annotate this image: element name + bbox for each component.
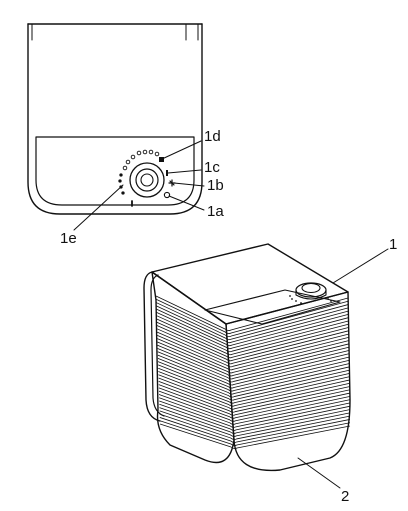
grille-rib bbox=[158, 371, 350, 401]
grille-rib bbox=[158, 390, 350, 419]
grille-rib bbox=[156, 302, 349, 338]
control-knob bbox=[129, 162, 165, 198]
grille-rib bbox=[158, 384, 350, 413]
grille-rib bbox=[156, 328, 349, 362]
grille-rib bbox=[157, 338, 349, 371]
grille-rib bbox=[158, 367, 350, 398]
grille-rib bbox=[157, 354, 350, 386]
grille-rib bbox=[159, 413, 350, 440]
grille-rib bbox=[156, 325, 349, 359]
grille-rib bbox=[159, 400, 350, 428]
top-view-body bbox=[27, 23, 203, 215]
grille-rib bbox=[159, 420, 351, 446]
grille-rib bbox=[155, 298, 349, 334]
grille-rib bbox=[158, 387, 350, 416]
grille-rib bbox=[159, 423, 351, 449]
callout-2: 2 bbox=[341, 488, 349, 505]
grille-rib bbox=[158, 377, 350, 407]
grille-rib bbox=[159, 397, 350, 425]
heat-level-icon bbox=[166, 170, 168, 176]
grille-rib bbox=[158, 380, 350, 410]
grille-rib bbox=[158, 394, 350, 422]
grille-rib bbox=[156, 321, 349, 356]
off-icon bbox=[163, 191, 171, 199]
callout-1e: 1e bbox=[60, 230, 77, 247]
side-frame bbox=[143, 271, 161, 422]
grille-rib bbox=[157, 344, 349, 377]
perspective-view: 1 2 bbox=[143, 236, 397, 505]
grille-rib bbox=[158, 374, 350, 404]
callout-1c: 1c bbox=[204, 159, 220, 176]
grille-rib bbox=[156, 331, 349, 365]
grille-rib bbox=[157, 341, 349, 374]
grille-rib bbox=[159, 407, 350, 434]
grille-rib bbox=[155, 295, 349, 331]
callout-1a: 1a bbox=[207, 203, 224, 220]
callout-1: 1 bbox=[389, 236, 397, 253]
max-heat-icon bbox=[159, 157, 164, 162]
grille-ribs bbox=[155, 295, 351, 449]
grille-rib bbox=[156, 308, 349, 344]
grille-rib bbox=[156, 312, 349, 347]
front-face bbox=[225, 291, 351, 472]
grille-rib bbox=[158, 364, 350, 395]
top-knob bbox=[295, 282, 327, 300]
grille-rib bbox=[159, 403, 350, 431]
callout-1d: 1d bbox=[204, 128, 221, 145]
leader-lines-bottom bbox=[297, 248, 389, 489]
grille-rib bbox=[157, 357, 350, 389]
temperature-scale-dots bbox=[118, 149, 160, 195]
grille-rib bbox=[156, 315, 349, 350]
leader-lines-top bbox=[73, 140, 205, 231]
grille-rib bbox=[157, 351, 349, 383]
grille-rib bbox=[159, 410, 350, 437]
callout-1b: 1b bbox=[207, 177, 224, 194]
grille-rib bbox=[157, 361, 350, 392]
top-view-control-panel bbox=[35, 136, 195, 206]
grille-rib bbox=[159, 417, 350, 443]
grille-rib bbox=[156, 318, 349, 353]
grille-rib bbox=[157, 348, 349, 380]
grille-rib bbox=[157, 335, 349, 368]
top-view: 1d 1c 1b 1a 1e bbox=[27, 23, 224, 247]
grille-rib bbox=[156, 305, 349, 341]
